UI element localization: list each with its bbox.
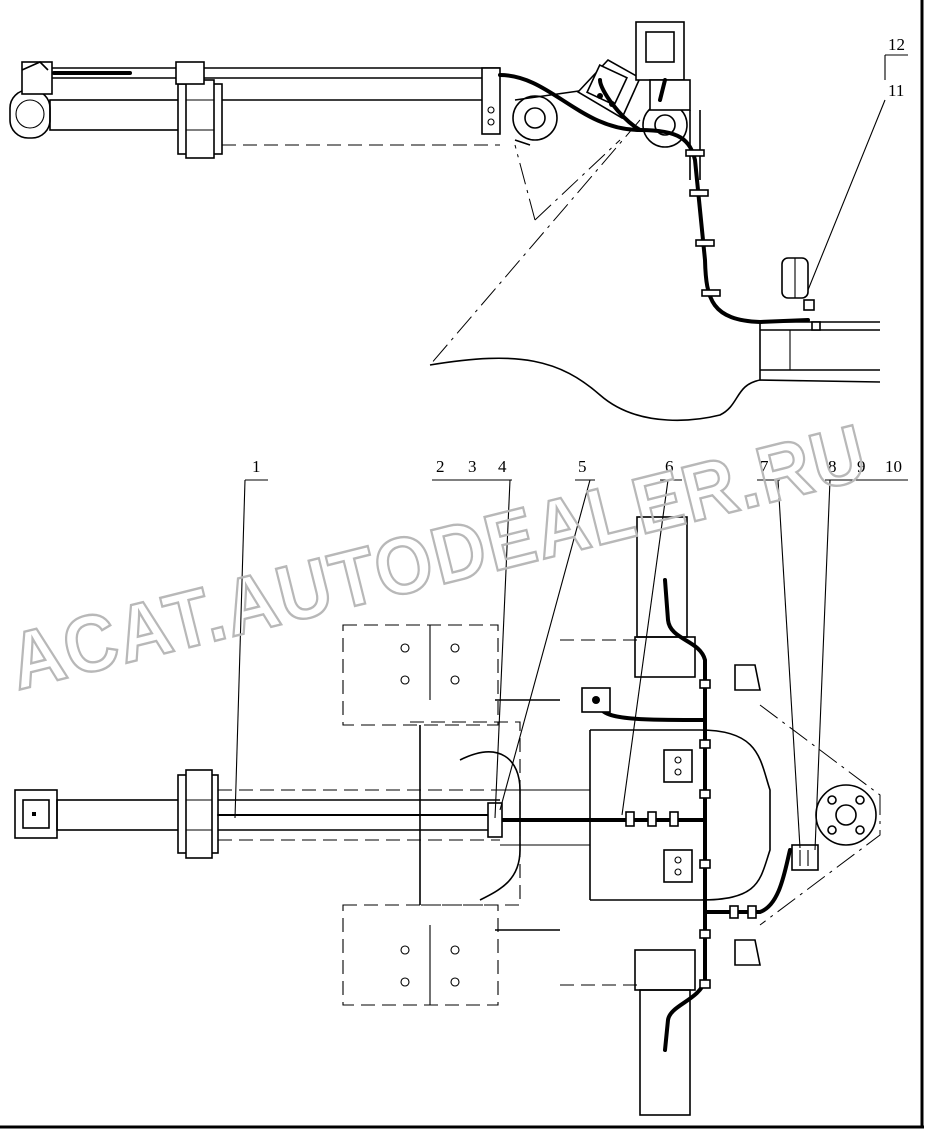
- tire-lower-right: [634, 949, 696, 1116]
- tire-upper-left: [342, 624, 499, 726]
- watermark-text: ACAT.AUTODEALER.RU: [1, 407, 876, 706]
- boom-clamp: [481, 67, 501, 135]
- top-box: [635, 21, 691, 111]
- callout-11: 11: [888, 81, 904, 100]
- hose-clips-plan: [487, 679, 757, 989]
- frame-axle-housing: [410, 639, 640, 986]
- frame-outline: [429, 110, 881, 422]
- callout-2: 2: [436, 457, 445, 476]
- upper-boom-rod: [21, 61, 500, 95]
- leader-lines: [234, 54, 908, 851]
- callout-8: 8: [828, 457, 837, 476]
- side-elevation-view: [9, 21, 881, 422]
- center-frame: [589, 664, 771, 966]
- callout-3: 3: [468, 457, 477, 476]
- callout-5: 5: [578, 457, 587, 476]
- callout-12: 12: [888, 35, 905, 54]
- tire-lower-left: [342, 904, 499, 1006]
- upper-hose-run: [498, 73, 821, 331]
- callout-7: 7: [760, 457, 769, 476]
- hose-clips-top: [685, 149, 721, 297]
- callout-4: 4: [498, 457, 507, 476]
- callout-6: 6: [665, 457, 674, 476]
- valve-block: [576, 58, 642, 120]
- upper-cylinder: [9, 79, 500, 159]
- plan-view: [14, 516, 881, 1116]
- callout-10: 10: [885, 457, 902, 476]
- callout-1: 1: [252, 457, 261, 476]
- lower-cylinder: [14, 769, 501, 859]
- tire-upper-right: [634, 516, 696, 678]
- callout-numbers: 1 2 3 4 5 6 7 8 9 10 11 12: [252, 35, 905, 476]
- callout-9: 9: [857, 457, 866, 476]
